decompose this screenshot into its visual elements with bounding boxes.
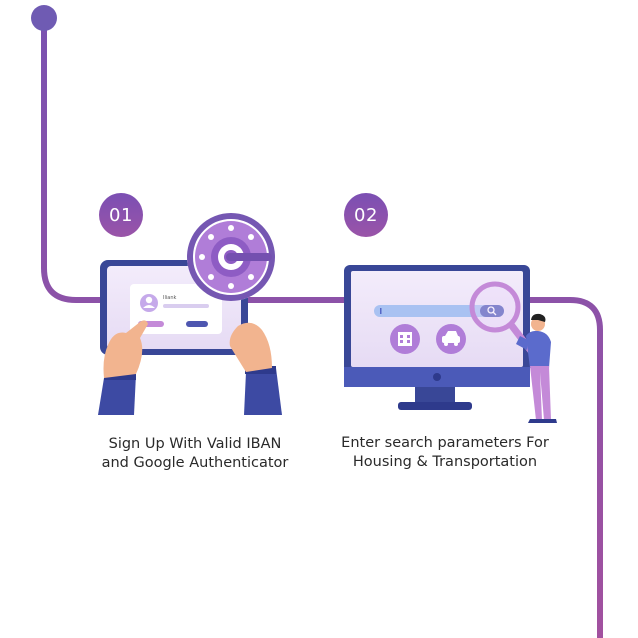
search-button xyxy=(480,305,504,317)
person-figure xyxy=(516,313,557,423)
step-number-badge: 01 xyxy=(99,193,143,237)
step-caption-line: Sign Up With Valid IBAN xyxy=(108,436,282,452)
left-hand xyxy=(103,320,148,378)
login-card-label: Iliank xyxy=(163,295,176,301)
step-number-badge: 02 xyxy=(344,193,388,237)
tablet-sign-up-illustration: Iliank xyxy=(98,213,282,415)
timeline-line xyxy=(31,5,603,638)
right-hand xyxy=(229,322,272,372)
timeline-start-dot xyxy=(31,5,57,31)
step-caption-line: and Google Authenticator xyxy=(101,455,289,471)
monitor-neck xyxy=(415,385,455,405)
monitor-power-dot xyxy=(433,373,441,381)
monitor-search-illustration xyxy=(344,265,557,423)
search-icon xyxy=(487,306,495,314)
monitor-base xyxy=(398,402,472,410)
step-caption: Sign Up With Valid IBAN and Google Authe… xyxy=(70,435,320,473)
right-sleeve xyxy=(244,368,282,415)
left-sleeve xyxy=(98,374,136,415)
step-caption-line: Enter search parameters For xyxy=(341,435,549,451)
step-caption: Enter search parameters For Housing & Tr… xyxy=(320,434,570,472)
login-button-right xyxy=(186,321,208,327)
target-dial-icon xyxy=(187,213,275,301)
step-caption-line: Housing & Transportation xyxy=(352,454,538,470)
